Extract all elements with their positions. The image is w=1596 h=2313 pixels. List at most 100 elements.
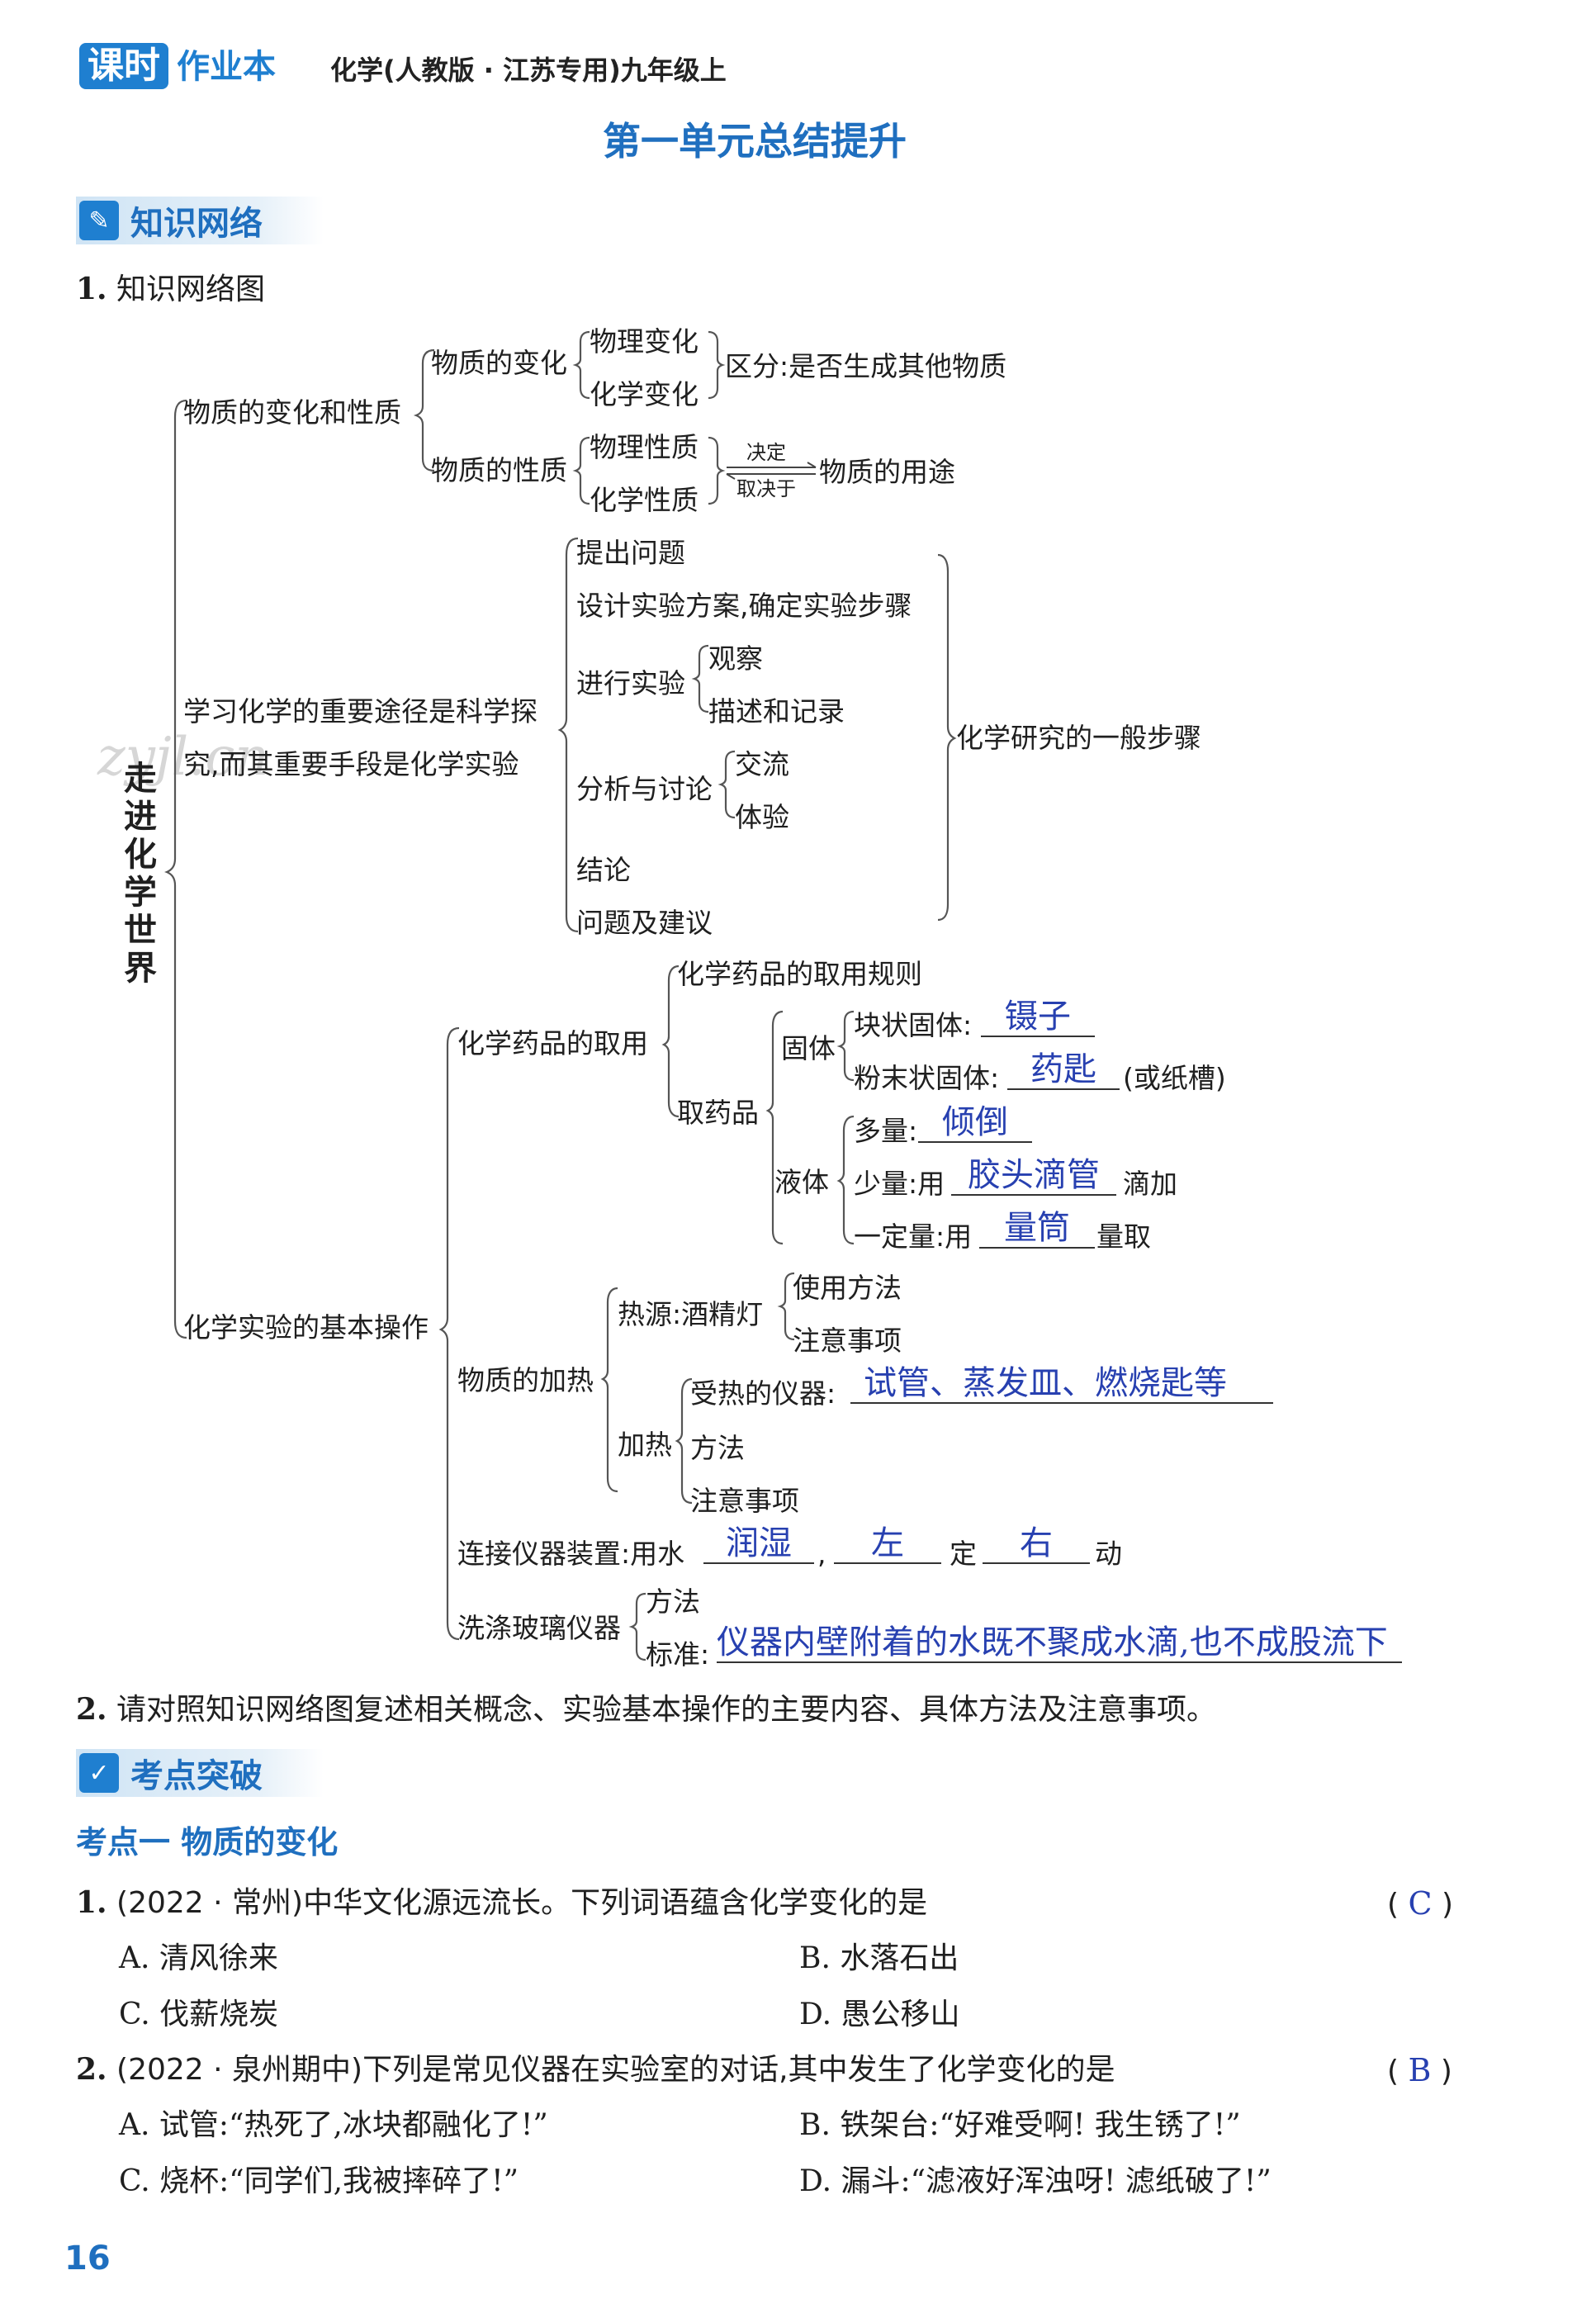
b1-label: 物质的变化和性质 — [183, 396, 401, 429]
liquid-label: 液体 — [774, 1166, 829, 1198]
connect-suffix: 动 — [1095, 1538, 1122, 1570]
section-label: 知识网络 — [130, 205, 263, 243]
network-root: 走进化学世界 — [124, 760, 157, 988]
take-label: 取药品 — [677, 1097, 759, 1129]
step-3b: 描述和记录 — [708, 695, 845, 728]
question-1: 1. (2022 · 常州)中华文化源远流长。下列词语蕴含化学变化的是 — [76, 1884, 927, 1922]
item-2: 2. 请对照知识网络图复述相关概念、实验基本操作的主要内容、具体方法及注意事项。 — [76, 1691, 1216, 1728]
liquid-large: 多量: — [854, 1115, 918, 1147]
taking-label: 化学药品的取用 — [457, 1027, 648, 1059]
question-number: 2. — [76, 2052, 107, 2087]
liquid-fixed: 一定量:用 — [854, 1220, 973, 1253]
solid-label: 固体 — [781, 1032, 836, 1064]
q1-option-c: C. 伐薪烧炭 — [119, 1998, 279, 2031]
watermark: zyjl.cn — [97, 727, 269, 788]
page-title: 第一单元总结提升 — [603, 119, 907, 164]
b2-label-line1: 学习化学的重要途径是科学探 — [183, 695, 538, 728]
taking-rule: 化学药品的取用规则 — [677, 958, 922, 990]
heating-caution: 注意事项 — [690, 1485, 799, 1517]
connect-answer-3: 右 — [983, 1524, 1090, 1564]
decide-label: 决定 — [746, 441, 786, 464]
section-badge-exam: ✓ 考点突破 — [76, 1749, 324, 1797]
answer-2: B — [1408, 2052, 1432, 2088]
property-use: 物质的用途 — [819, 456, 955, 488]
source-usage: 使用方法 — [793, 1272, 902, 1304]
block-solid: 块状固体: — [854, 1009, 973, 1041]
step-3: 进行实验 — [576, 667, 685, 699]
powder-solid: 粉末状固体: — [854, 1062, 1000, 1094]
fixed-answer: 量筒 — [979, 1209, 1095, 1249]
q1-option-a: A. 清风徐来 — [119, 1941, 278, 1975]
physical-change: 物理变化 — [590, 325, 699, 358]
large-answer: 倾倒 — [918, 1103, 1032, 1143]
section-label: 考点突破 — [130, 1757, 263, 1795]
change-distinction: 区分:是否生成其他物质 — [725, 350, 1007, 382]
heating-method: 方法 — [690, 1432, 745, 1464]
change-label: 物质的变化 — [431, 347, 567, 379]
header-subtitle: 化学(人教版 · 江苏专用)九年级上 — [330, 55, 727, 86]
liquid-small: 少量:用 — [854, 1168, 945, 1200]
section-badge-network: ✎ 知识网络 — [76, 197, 324, 244]
answer-bracket-2: ( B ) — [1387, 2052, 1452, 2088]
item-text: 知识网络图 — [116, 273, 266, 306]
step-1: 提出问题 — [576, 537, 685, 569]
chemical-change: 化学变化 — [590, 378, 699, 410]
physical-property: 物理性质 — [590, 431, 699, 463]
item-1: 1. 知识网络图 — [76, 271, 265, 308]
q2-option-d: D. 漏斗:“滤液好浑浊呀! 滤纸破了!” — [799, 2164, 1272, 2198]
q2-option-c: C. 烧杯:“同学们,我被摔碎了!” — [119, 2164, 519, 2198]
wash-method: 方法 — [646, 1585, 700, 1618]
answer-1: C — [1408, 1885, 1433, 1922]
connect-mid: 定 — [950, 1538, 977, 1570]
source-caution: 注意事项 — [793, 1325, 902, 1357]
question-stem: (2022 · 泉州期中)下列是常见仪器在实验室的对话,其中发生了化学变化的是 — [116, 2053, 1115, 2087]
connect-answer-2: 左 — [834, 1524, 941, 1564]
heating-label: 物质的加热 — [457, 1364, 594, 1396]
wash-label: 洗涤玻璃仪器 — [457, 1612, 621, 1644]
item-number: 1. — [76, 272, 107, 306]
depend-label: 取决于 — [736, 477, 796, 500]
standard-answer: 仪器内壁附着的水既不聚成水滴,也不成股流下 — [717, 1623, 1402, 1663]
step-6: 问题及建议 — [576, 907, 713, 939]
chemical-property: 化学性质 — [590, 484, 699, 516]
b2-label-line2: 究,而其重要手段是化学实验 — [183, 748, 519, 780]
step-4b: 体验 — [735, 801, 789, 833]
connect-comma: , — [817, 1538, 826, 1570]
powder-answer: 药匙 — [1007, 1050, 1120, 1090]
wash-standard: 标准: — [646, 1638, 710, 1671]
step-5: 结论 — [576, 854, 631, 886]
step-3a: 观察 — [708, 642, 763, 675]
question-stem: (2022 · 常州)中华文化源远流长。下列词语蕴含化学变化的是 — [116, 1886, 928, 1920]
item-number: 2. — [76, 1692, 107, 1727]
q2-option-a: A. 试管:“热死了,冰块都融化了!” — [119, 2108, 548, 2142]
step-2: 设计实验方案,确定实验步骤 — [576, 590, 912, 622]
answer-bracket-1: ( C ) — [1387, 1885, 1454, 1922]
q1-option-b: B. 水落石出 — [799, 1941, 959, 1975]
property-label: 物质的性质 — [431, 454, 567, 486]
powder-note: (或纸槽) — [1123, 1062, 1226, 1094]
small-suffix: 滴加 — [1123, 1168, 1177, 1200]
step-4: 分析与讨论 — [576, 773, 713, 805]
kaodian-title: 考点一 物质的变化 — [76, 1824, 339, 1860]
instrument-answer: 试管、蒸发皿、燃烧匙等 — [850, 1364, 1273, 1404]
small-answer: 胶头滴管 — [951, 1156, 1116, 1196]
heat-label: 加热 — [618, 1429, 672, 1461]
fixed-suffix: 量取 — [1096, 1220, 1151, 1253]
connect-answer-1: 润湿 — [703, 1524, 814, 1564]
item-text: 请对照知识网络图复述相关概念、实验基本操作的主要内容、具体方法及注意事项。 — [116, 1693, 1217, 1727]
logo-box: 课时 — [79, 43, 168, 89]
pencil-icon: ✎ — [79, 201, 119, 240]
question-number: 1. — [76, 1885, 107, 1920]
step-4a: 交流 — [735, 748, 789, 780]
header-logo: 课时作业本 — [79, 43, 276, 89]
heated-instrument: 受热的仪器: — [690, 1377, 836, 1410]
page-number: 16 — [64, 2240, 111, 2277]
block-answer: 镊子 — [981, 998, 1095, 1037]
logo-text: 作业本 — [177, 48, 276, 86]
heat-source: 热源:酒精灯 — [618, 1298, 764, 1330]
checklist-icon: ✓ — [79, 1753, 119, 1793]
connect-prefix: 连接仪器装置:用水 — [457, 1538, 685, 1570]
q2-option-b: B. 铁架台:“好难受啊! 我生锈了!” — [799, 2108, 1241, 2142]
b3-label: 化学实验的基本操作 — [183, 1311, 429, 1344]
